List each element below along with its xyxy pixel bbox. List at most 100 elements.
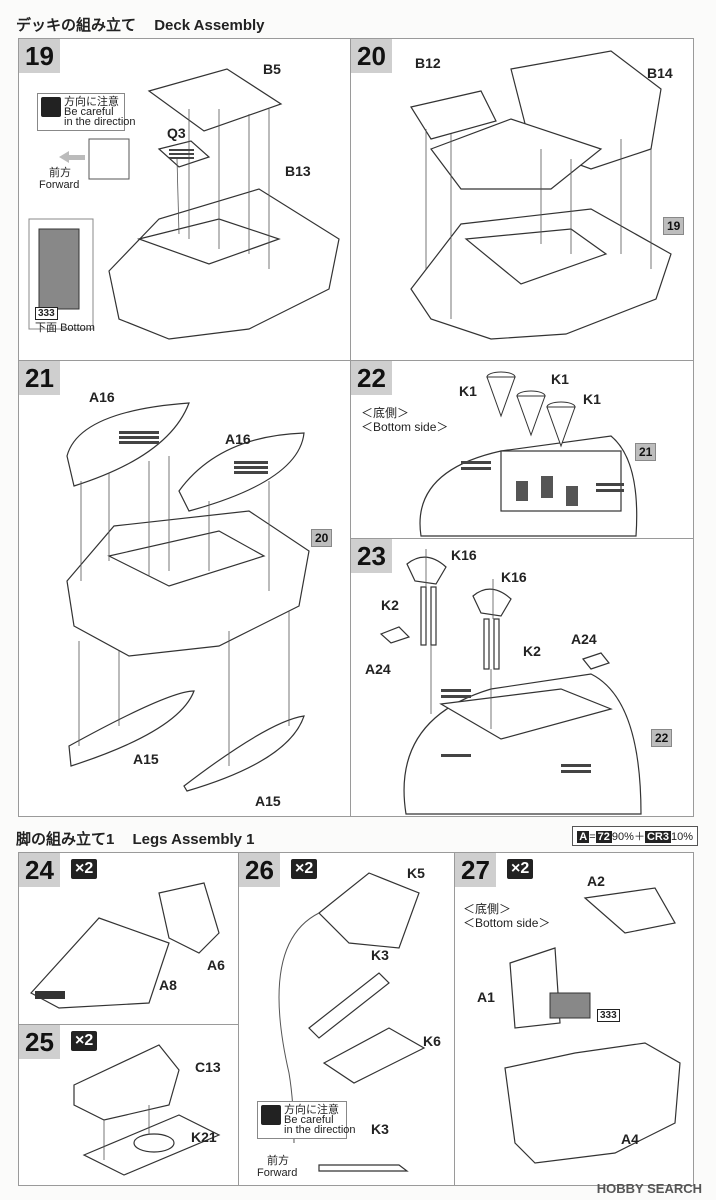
step-27-drawing	[504, 887, 681, 1164]
bottom-side-en: ＜Bottom side＞	[463, 916, 551, 930]
part-label: A24	[571, 631, 597, 647]
part-label: K1	[459, 383, 477, 399]
step-25-panel: 25 ×2 C13 K21	[18, 1024, 240, 1186]
caution-en1: Be careful	[284, 1114, 334, 1126]
step-26-panel: 26 ×2 K5 K3 K6 方向に注意 Be careful in the d…	[238, 852, 456, 1186]
part-label: A15	[133, 751, 159, 767]
step-number: 26	[239, 853, 280, 887]
part-label: K5	[407, 865, 425, 881]
part-label: K16	[501, 569, 527, 585]
step-20-panel: 20 B12 B14 19	[350, 38, 694, 362]
part-label: B13	[285, 163, 311, 179]
part-label: A2	[587, 873, 605, 889]
part-tag-333: 333	[35, 307, 58, 320]
part-label: A4	[621, 1131, 639, 1147]
quantity-badge: ×2	[71, 859, 98, 879]
part-label: K16	[451, 547, 477, 563]
paint-code-2: CR3	[644, 831, 671, 843]
part-label: K3	[371, 947, 389, 963]
step-27-panel: 27 ×2 A2 A1 A4 333 ＜底側＞ ＜Bottom side＞	[454, 852, 694, 1186]
bottom-jp: 下面	[35, 322, 57, 334]
paint-color-a: A	[577, 831, 590, 843]
caution-box: 方向に注意 Be careful in the direction	[257, 1101, 356, 1139]
step-22-panel: 22 K1 K1 K1 ＜底側＞ ＜Bottom side＞ 21	[350, 360, 694, 540]
part-label: Q3	[167, 125, 186, 141]
part-label: A24	[365, 661, 391, 677]
step-number: 27	[455, 853, 496, 887]
step-reference: 20	[311, 529, 333, 547]
part-label: A16	[225, 431, 251, 447]
paint-pct-2: 10%	[670, 831, 693, 843]
paint-eq: =	[589, 831, 596, 843]
quantity-badge: ×2	[507, 859, 534, 879]
part-label: K3	[371, 1121, 389, 1137]
part-label: A1	[477, 989, 495, 1005]
step-19-panel: 19 方向に注意 Be careful in the directi	[18, 38, 352, 362]
bottom-side-en: ＜Bottom side＞	[361, 420, 449, 434]
step-21-panel: 21 A16 A16 A15 A15 20	[18, 360, 352, 817]
quantity-badge: ×2	[291, 859, 318, 879]
step-21-drawing	[66, 402, 310, 792]
part-label: A15	[255, 793, 281, 809]
step-23-drawing	[379, 549, 642, 815]
part-label: C13	[195, 1059, 221, 1075]
part-label: K1	[551, 371, 569, 387]
step-number: 20	[351, 39, 392, 73]
part-label: A16	[89, 389, 115, 405]
forward-en: Forward	[39, 179, 80, 191]
step-number: 24	[19, 853, 60, 887]
step-number: 21	[19, 361, 60, 395]
legs-assembly-heading: 脚の組み立て1 Legs Assembly 1	[16, 828, 255, 849]
part-label: K2	[523, 643, 541, 659]
step-number: 19	[19, 39, 60, 73]
step-reference: 22	[651, 729, 673, 747]
part-label: B14	[647, 65, 673, 81]
part-label: B5	[263, 61, 281, 77]
step-22-drawing	[419, 371, 638, 537]
part-label: K2	[381, 597, 399, 613]
step-number: 23	[351, 539, 392, 573]
part-label: K21	[191, 1129, 217, 1145]
step-number: 22	[351, 361, 392, 395]
bottom-side-jp: ＜底側＞	[463, 902, 512, 916]
paint-pct-1: 90%＋	[611, 831, 645, 843]
part-label: B12	[415, 55, 441, 71]
caution-icon	[41, 97, 61, 117]
caution-jp: 方向に注意	[284, 1104, 339, 1116]
caution-jp: 方向に注意	[64, 96, 119, 108]
forward-en: Forward	[257, 1167, 298, 1179]
caution-box: 方向に注意 Be careful in the direction	[37, 93, 136, 131]
deck-heading-jp: デッキの組み立て	[16, 17, 137, 34]
step-23-panel: 23 K16 K16 K2 K2 A24 A24 22	[350, 538, 694, 817]
step-26-drawing	[278, 872, 426, 1172]
step-25-drawing	[73, 1044, 221, 1176]
part-tag-333: 333	[597, 1009, 620, 1022]
step-reference: 19	[663, 217, 685, 235]
watermark-logo: HOBBY SEARCH	[596, 1181, 702, 1196]
forward-jp: 前方	[49, 167, 71, 179]
step-number: 25	[19, 1025, 60, 1059]
part-label: K6	[423, 1033, 441, 1049]
caution-en2: in the direction	[284, 1124, 356, 1136]
bottom-side-jp: ＜底側＞	[361, 406, 410, 420]
quantity-badge: ×2	[71, 1031, 98, 1051]
caution-en2: in the direction	[64, 116, 136, 128]
paint-code-1: 72	[595, 831, 612, 843]
step-24-panel: 24 ×2 A6 A8	[18, 852, 240, 1026]
bottom-en: Bottom	[60, 322, 95, 334]
forward-jp: 前方	[267, 1155, 289, 1167]
step-19-drawing	[28, 68, 340, 340]
caution-en1: Be careful	[64, 106, 114, 118]
deck-heading-en: Deck Assembly	[154, 17, 265, 34]
legs-heading-en: Legs Assembly 1	[132, 831, 255, 848]
deck-assembly-heading: デッキの組み立て Deck Assembly	[16, 14, 265, 35]
part-label: A8	[159, 977, 177, 993]
step-reference: 21	[635, 443, 657, 461]
step-24-drawing	[30, 882, 220, 1009]
step-20-drawing	[410, 50, 672, 340]
legs-heading-jp: 脚の組み立て1	[16, 831, 115, 848]
part-label: A6	[207, 957, 225, 973]
caution-icon	[261, 1105, 281, 1125]
